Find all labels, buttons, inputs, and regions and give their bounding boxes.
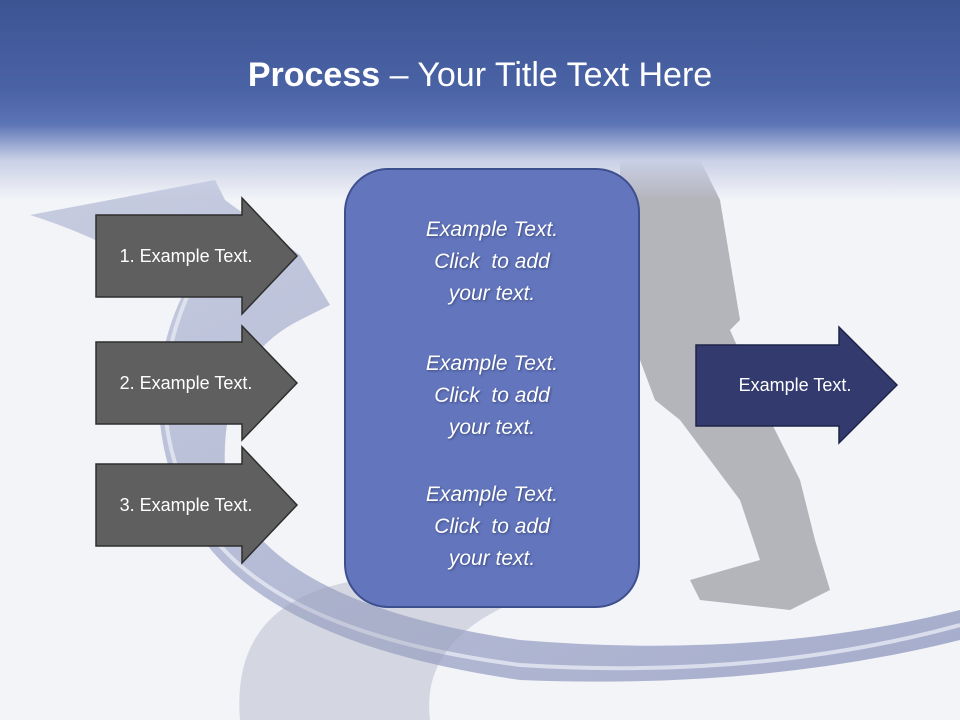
center-paragraph-2-line-2: Click to add: [434, 384, 550, 407]
center-paragraph-1-line-3: your text.: [448, 282, 536, 305]
curved-arrow-shape: [30, 180, 960, 682]
center-paragraph-3: Example Text. Click to add your text.: [346, 479, 638, 575]
center-paragraph-3-line-2: Click to add: [434, 515, 550, 538]
left-arrow-3-label: 3. Example Text.: [119, 495, 253, 515]
title-rest-part: – Your Title Text Here: [380, 56, 713, 94]
left-arrow-2-shape[interactable]: [95, 324, 299, 442]
center-paragraph-1-line-2: Click to add: [434, 250, 550, 273]
slide-title: Process – Your Title Text Here: [0, 52, 960, 98]
left-arrow-1-label: 1. Example Text.: [119, 246, 253, 266]
center-paragraph-2-line-3: your text.: [448, 416, 536, 439]
right-arrow-label: Example Text.: [738, 375, 852, 395]
center-paragraph-1-line-1: Example Text.: [425, 218, 559, 241]
center-text-box[interactable]: Example Text. Click to add your text. Ex…: [344, 168, 640, 608]
title-band: [0, 0, 960, 200]
center-paragraph-3-line-3: your text.: [448, 547, 536, 570]
left-arrow-2-label: 2. Example Text.: [119, 373, 253, 393]
right-arrow-shape[interactable]: [695, 325, 899, 445]
center-paragraph-2-line-1: Example Text.: [425, 352, 559, 375]
left-arrow-3-shape[interactable]: [95, 445, 299, 565]
shadow-shape: [239, 580, 521, 720]
left-arrow-1-shape[interactable]: [95, 196, 299, 316]
center-paragraph-3-line-1: Example Text.: [425, 483, 559, 506]
center-paragraph-1: Example Text. Click to add your text.: [346, 214, 638, 310]
center-paragraph-2: Example Text. Click to add your text.: [346, 348, 638, 444]
title-bold-part: Process: [247, 56, 381, 94]
